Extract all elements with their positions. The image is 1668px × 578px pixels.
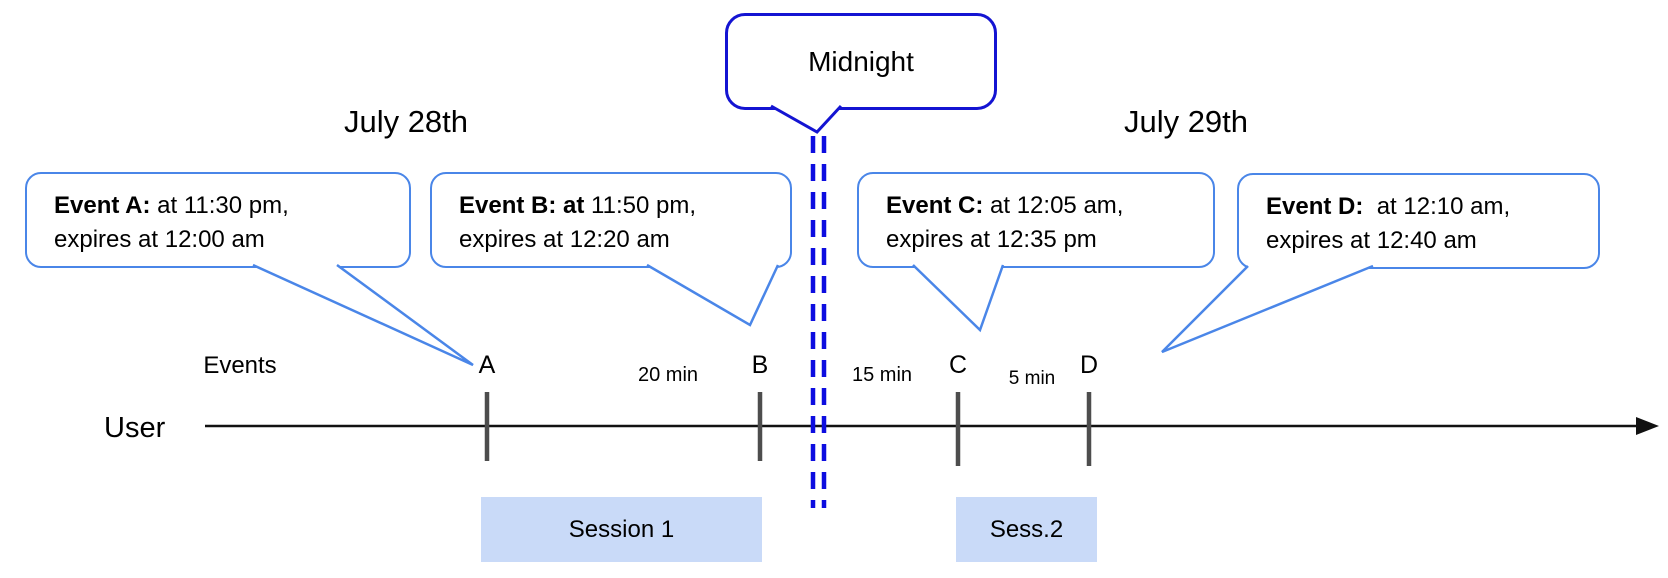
event-c-line1: Event C: at 12:05 am, [886,192,1124,219]
midnight-label: Midnight [808,45,914,77]
event-b-line1: Event B: at 11:50 pm, [459,192,696,219]
event-a-callout: Event A: at 11:30 pm, expires at 12:00 a… [25,172,411,268]
event-a-callout-tail [252,263,474,367]
event-d-line2: expires at 12:40 am [1266,227,1477,254]
event-d-line1: Event D: at 12:10 am, [1266,193,1511,220]
session-1-label: Session 1 [568,515,675,543]
interval-label-15min: 15 min [851,364,913,386]
event-d-callout-tail [1161,264,1374,354]
session-2-bar: Sess.2 [956,497,1097,562]
event-d-callout: Event D: at 12:10 am, expires at 12:40 a… [1237,173,1600,269]
date-left-label: July 28th [343,104,469,139]
tick-label-d: D [1079,351,1099,379]
event-c-line2: expires at 12:35 pm [886,226,1097,253]
event-b-line2: expires at 12:20 am [459,226,670,253]
event-b-callout: Event B: at 11:50 pm, expires at 12:20 a… [430,172,792,268]
event-c-callout-tail [912,264,1005,333]
user-axis-label: User [104,412,166,444]
tick-label-b: B [751,351,769,379]
tick-label-c: C [948,351,968,379]
events-axis-label: Events [203,352,277,379]
midnight-callout: Midnight [725,13,997,110]
event-a-line1: Event A: at 11:30 pm, [54,192,289,219]
interval-label-5min: 5 min [1008,368,1056,389]
event-c-callout: Event C: at 12:05 am, expires at 12:35 p… [857,172,1215,268]
timeline-arrowhead-icon [1636,417,1659,435]
interval-label-20min: 20 min [637,364,699,386]
event-b-callout-tail [646,263,780,327]
session-1-bar: Session 1 [481,497,762,562]
date-right-label: July 29th [1123,104,1249,139]
event-a-line2: expires at 12:00 am [54,226,265,253]
tick-label-a: A [478,351,496,379]
session-2-label: Sess.2 [989,515,1064,543]
